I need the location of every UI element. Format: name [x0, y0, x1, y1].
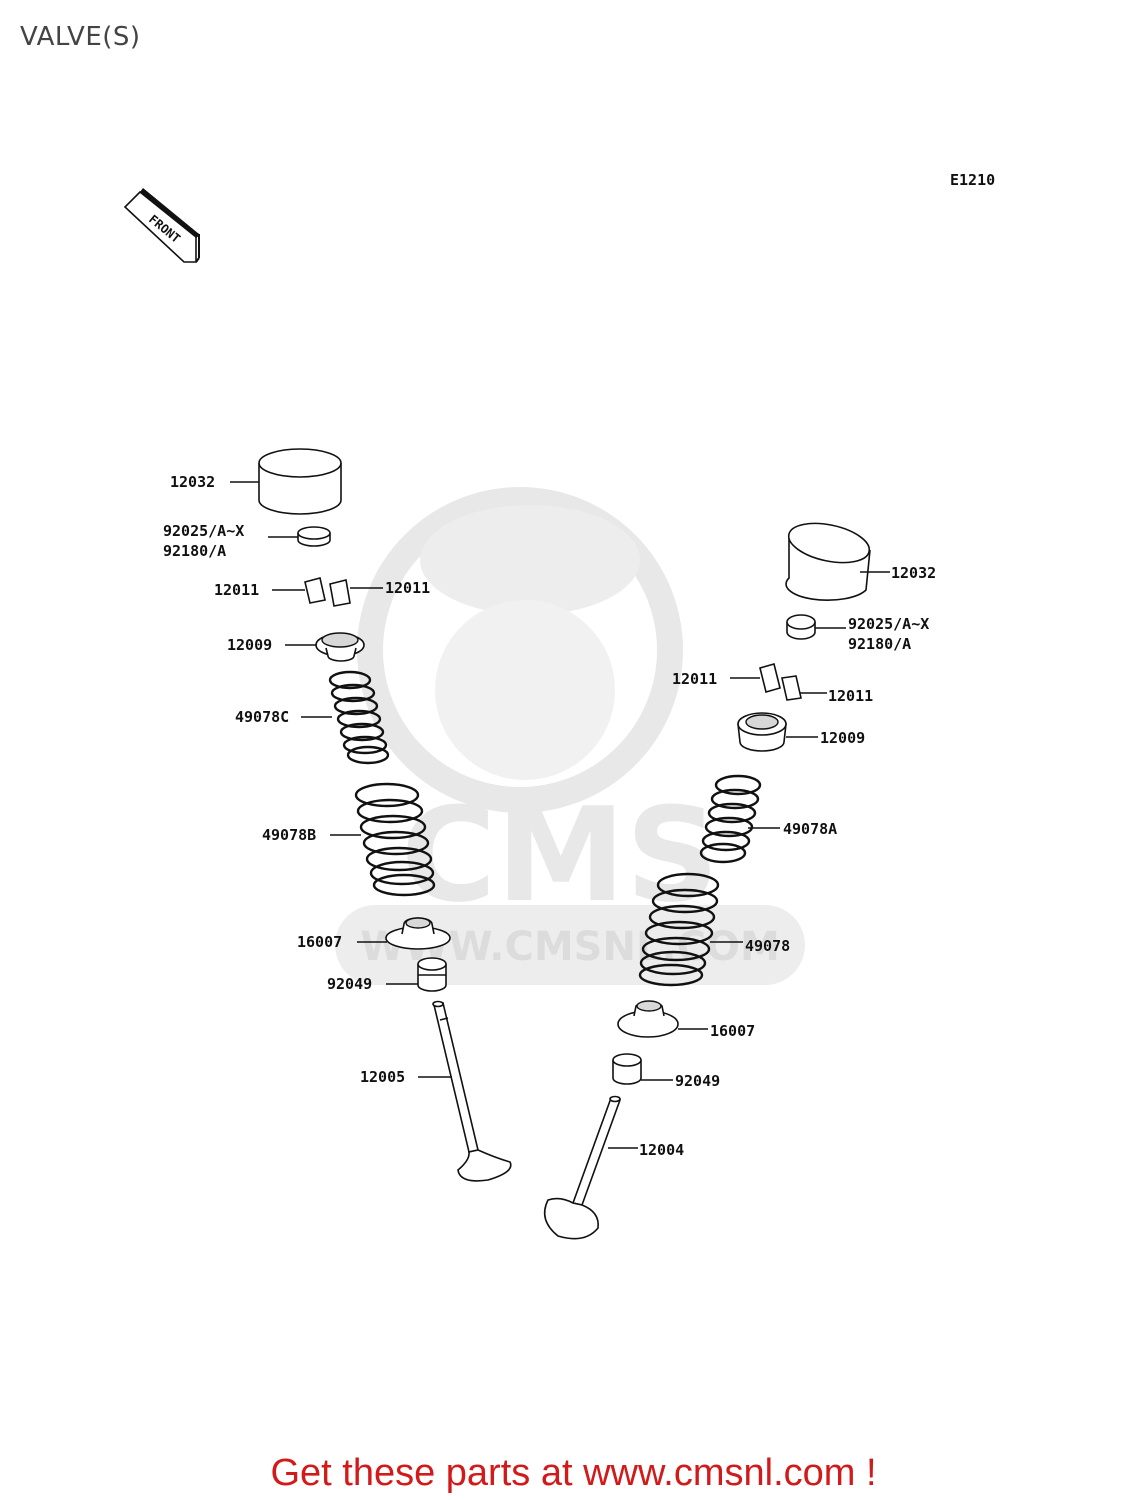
label-49078b: 49078B: [262, 826, 316, 844]
label-12011-left-a: 12011: [214, 581, 259, 599]
retainer-left: [315, 632, 365, 662]
front-arrow-icon: FRONT: [123, 188, 200, 263]
spring-outer-right: [638, 872, 720, 987]
intake-valve: [543, 1095, 622, 1240]
label-12009-left: 12009: [227, 636, 272, 654]
page-title: VALVE(S): [20, 22, 141, 52]
cotters-right: [759, 663, 802, 701]
stem-seal-left: [417, 957, 447, 992]
label-92049-right: 92049: [675, 1072, 720, 1090]
label-49078a: 49078A: [783, 820, 837, 838]
spring-inner-left: [328, 670, 390, 765]
label-49078c: 49078C: [235, 708, 289, 726]
label-49078-right: 49078: [745, 937, 790, 955]
label-92180-right: 92180/A: [848, 635, 911, 653]
diagram-ref-code: E1210: [950, 171, 995, 189]
label-12032-right: 12032: [891, 564, 936, 582]
label-16007-left: 16007: [297, 933, 342, 951]
label-16007-right: 16007: [710, 1022, 755, 1040]
label-12011-right-a: 12011: [672, 670, 717, 688]
cotters-left: [304, 577, 351, 607]
tappet-left: [258, 448, 342, 515]
retainer-right: [737, 712, 787, 752]
exhaust-valve: [432, 1000, 512, 1182]
shim-left: [297, 526, 331, 547]
spring-seat-right: [617, 1000, 679, 1038]
stem-seal-right: [612, 1053, 642, 1085]
label-92025-right: 92025/A~X: [848, 615, 929, 633]
label-92049-left: 92049: [327, 975, 372, 993]
promo-link[interactable]: Get these parts at www.cmsnl.com !: [270, 1452, 877, 1494]
label-12004: 12004: [639, 1141, 684, 1159]
cms-watermark: CMS WWW.CMSNL.COM: [335, 487, 805, 985]
tappet-right: [785, 522, 871, 601]
label-12005: 12005: [360, 1068, 405, 1086]
label-92180-left: 92180/A: [163, 542, 226, 560]
spring-outer-left: [354, 782, 436, 897]
label-12011-right-b: 12011: [828, 687, 873, 705]
label-12011-left-b: 12011: [385, 579, 430, 597]
spring-inner-right: [699, 774, 762, 864]
label-12009-right: 12009: [820, 729, 865, 747]
label-12032-left: 12032: [170, 473, 215, 491]
label-92025-left: 92025/A~X: [163, 522, 244, 540]
shim-right: [786, 614, 816, 640]
spring-seat-left: [385, 917, 451, 950]
